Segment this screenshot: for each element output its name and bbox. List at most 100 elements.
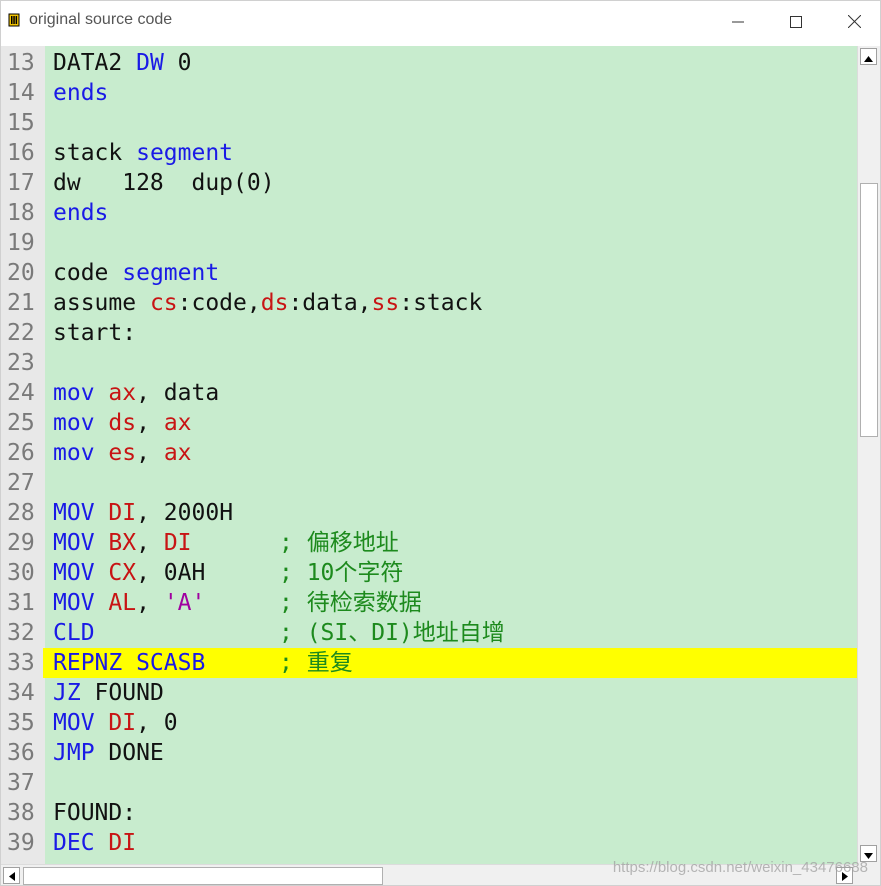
line-number-gutter <box>1 46 45 864</box>
code-token: JMP <box>53 740 95 766</box>
line-number: 22 <box>7 320 35 346</box>
line-number: 30 <box>7 560 35 586</box>
code-token: , <box>136 410 164 436</box>
line-number: 32 <box>7 620 35 646</box>
code-token: :stack <box>399 290 483 316</box>
arrow-up-icon <box>864 47 873 66</box>
code-token: assume <box>53 290 150 316</box>
code-token: REPNZ SCASB <box>53 650 206 676</box>
code-line[interactable]: 28 MOV DI, 2000H <box>1 498 857 528</box>
code-line[interactable]: 24 mov ax, data <box>1 378 857 408</box>
horizontal-scroll-thumb[interactable] <box>23 867 383 885</box>
code-token: es <box>108 440 137 466</box>
code-text: MOV DI, 2000H <box>53 498 233 528</box>
code-text: mov es, ax <box>53 438 192 468</box>
scroll-left-button[interactable] <box>3 867 20 884</box>
vertical-scrollbar[interactable] <box>857 46 880 864</box>
code-text: JZ FOUND <box>53 678 164 708</box>
code-token: , 0 <box>136 710 178 736</box>
scroll-right-button[interactable] <box>836 867 853 884</box>
scroll-up-button[interactable] <box>860 48 877 65</box>
code-comment: ; 偏移地址 <box>279 530 399 556</box>
title-bar[interactable]: original source code <box>1 1 880 43</box>
close-button[interactable] <box>825 1 880 43</box>
line-number: 28 <box>7 500 35 526</box>
window-title: original source code <box>29 11 173 28</box>
code-token: MOV <box>53 500 95 526</box>
code-text: mov ax, data <box>53 378 219 408</box>
line-number: 37 <box>7 770 35 796</box>
code-token: JZ <box>53 680 81 706</box>
code-token: start: <box>53 320 137 346</box>
code-text: ends <box>53 78 108 108</box>
code-token: ax <box>163 410 192 436</box>
code-line[interactable]: 37 <box>1 768 857 798</box>
line-number: 27 <box>7 470 35 496</box>
code-token <box>95 500 109 526</box>
line-number: 34 <box>7 680 35 706</box>
minimize-button[interactable] <box>709 1 767 43</box>
code-token: dw 128 dup(0) <box>53 170 275 196</box>
line-number: 19 <box>7 230 35 256</box>
code-line[interactable]: 23 <box>1 348 857 378</box>
code-token: :data, <box>288 290 372 316</box>
code-token: MOV <box>53 590 95 616</box>
code-token <box>95 830 109 856</box>
code-line[interactable]: 17 dw 128 dup(0) <box>1 168 857 198</box>
code-token: FOUND <box>80 680 164 706</box>
code-line[interactable]: 38 FOUND: <box>1 798 857 828</box>
code-line[interactable]: 36 JMP DONE <box>1 738 857 768</box>
code-line[interactable]: 34 JZ FOUND <box>1 678 857 708</box>
code-token: MOV <box>53 710 95 736</box>
code-line[interactable]: 15 <box>1 108 857 138</box>
line-number: 38 <box>7 800 35 826</box>
code-text: FOUND: <box>53 798 136 828</box>
line-number: 18 <box>7 200 35 226</box>
code-line[interactable]: 27 <box>1 468 857 498</box>
code-token: DONE <box>94 740 164 766</box>
scroll-down-button[interactable] <box>860 845 877 862</box>
code-text: start: <box>53 318 136 348</box>
code-line[interactable]: 22 start: <box>1 318 857 348</box>
horizontal-scrollbar[interactable] <box>1 864 857 885</box>
code-comment: ; 10个字符 <box>279 560 404 586</box>
watermark-text: https://blog.csdn.net/weixin_43476688 <box>612 859 868 876</box>
line-number: 17 <box>7 170 35 196</box>
arrow-right-icon <box>841 866 848 885</box>
code-token: , data <box>136 380 220 406</box>
code-token: DEC <box>53 830 95 856</box>
code-line[interactable]: 19 <box>1 228 857 258</box>
maximize-button[interactable] <box>767 1 825 43</box>
line-number: 15 <box>7 110 35 136</box>
code-text: stack segment <box>53 138 233 168</box>
vertical-scroll-thumb[interactable] <box>860 183 878 437</box>
line-number: 21 <box>7 290 35 316</box>
line-number: 36 <box>7 740 35 766</box>
code-token: AL <box>108 590 137 616</box>
line-number: 20 <box>7 260 35 286</box>
line-number: 24 <box>7 380 35 406</box>
line-number: 29 <box>7 530 35 556</box>
close-icon <box>847 13 861 32</box>
code-comment: ; 重复 <box>279 650 353 676</box>
code-text: CLD <box>53 618 95 648</box>
code-token: ax <box>163 440 192 466</box>
